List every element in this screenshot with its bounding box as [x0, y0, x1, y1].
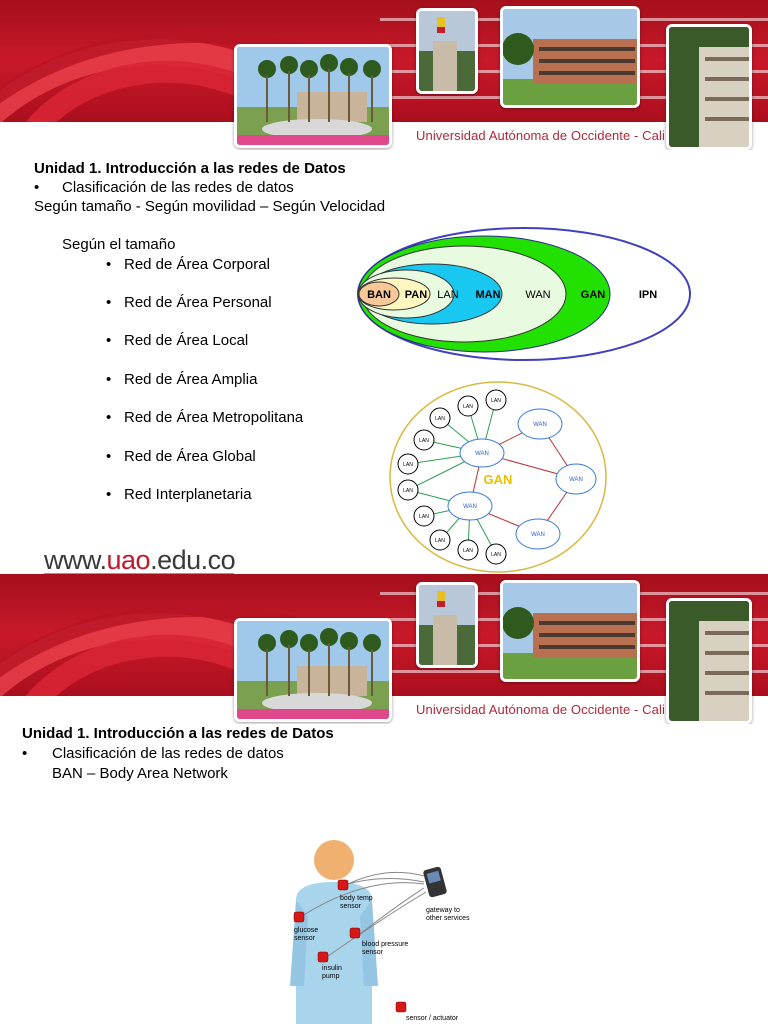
wan-node	[517, 408, 563, 440]
lan-node	[457, 539, 479, 561]
svg-text:WAN: WAN	[533, 422, 547, 428]
label-lan: LAN	[437, 289, 458, 301]
svg-text:sensor / actuator: sensor / actuator	[406, 1015, 459, 1022]
list-item: •Red de Área Corporal	[106, 256, 270, 273]
gan-network-diagram: WAN WAN WAN WAN WAN LAN LAN LAN LAN LAN …	[389, 381, 607, 573]
website-url: www.uao.edu.co	[44, 545, 236, 574]
list-item: •Red de Área Global	[106, 448, 256, 465]
wan-node	[459, 438, 505, 468]
svg-text:pump: pump	[322, 973, 340, 980]
svg-text:LAN: LAN	[463, 404, 473, 410]
svg-text:LAN: LAN	[463, 548, 473, 554]
svg-text:WAN: WAN	[569, 477, 583, 483]
campus-photo-stairs	[666, 24, 752, 150]
network-size-ellipses: BAN PAN LAN MAN WAN GAN IPN	[357, 227, 691, 361]
svg-text:insulin: insulin	[322, 965, 342, 972]
svg-text:WAN: WAN	[463, 504, 477, 510]
campus-photo-building	[500, 580, 640, 682]
svg-text:sensor: sensor	[294, 935, 316, 942]
svg-text:body temp: body temp	[340, 895, 373, 902]
lan-node	[413, 505, 435, 527]
sensor-icon	[395, 1001, 407, 1013]
svg-text:sensor: sensor	[340, 903, 362, 910]
label-ban: BAN	[367, 289, 391, 301]
bullet-line: •Clasificación de las redes de datos	[22, 745, 284, 762]
campus-photo-monument	[416, 8, 478, 94]
list-item: •Red Interplanetaria	[106, 486, 252, 503]
svg-text:LAN: LAN	[435, 416, 445, 422]
slide-subtitle: Según tamaño - Según movilidad – Según V…	[34, 198, 386, 215]
lan-node	[429, 529, 451, 551]
label-ipn: IPN	[639, 289, 657, 301]
campus-photo-monument	[416, 582, 478, 668]
campus-photo-stairs	[666, 598, 752, 724]
sensor-icon	[337, 879, 349, 891]
list-item: •Red de Área Metropolitana	[106, 409, 304, 426]
svg-text:sensor: sensor	[362, 949, 384, 956]
svg-text:LAN: LAN	[491, 398, 501, 404]
label-man: MAN	[475, 289, 500, 301]
person-body	[296, 882, 372, 1024]
list-item: •Red de Área Personal	[106, 294, 272, 311]
svg-text:blood pressure: blood pressure	[362, 941, 408, 948]
label-pan: PAN	[405, 289, 427, 301]
campus-photo-building	[500, 6, 640, 108]
bullet-line: •Clasificación de las redes de datos	[34, 179, 294, 196]
header-banner: Universidad Autónoma de Occidente - Cali	[0, 574, 768, 724]
url-underline	[44, 573, 234, 574]
list-item: •Red de Área Amplia	[106, 371, 258, 388]
svg-text:LAN: LAN	[419, 514, 429, 520]
campus-photo-palms	[234, 618, 392, 722]
wan-node	[447, 491, 493, 521]
lan-node	[457, 395, 479, 417]
lan-node	[397, 479, 419, 501]
bullet-text: Clasificación de las redes de datos	[62, 179, 294, 196]
bullet-text: Clasificación de las redes de datos	[52, 745, 284, 762]
label-wan: WAN	[525, 289, 550, 301]
slide-1: Universidad Autónoma de Occidente - Cali	[0, 0, 768, 574]
university-name: Universidad Autónoma de Occidente - Cali	[416, 128, 665, 143]
slide-2: Universidad Autónoma de Occidente - Cali	[0, 574, 768, 1024]
header-banner: Universidad Autónoma de Occidente - Cali	[0, 0, 768, 150]
wan-node	[555, 463, 597, 495]
sensor-icon	[317, 951, 329, 963]
slide-title: Unidad 1. Introducción a las redes de Da…	[22, 725, 334, 742]
sensor-icon	[293, 911, 305, 923]
label-gan: GAN	[581, 289, 606, 301]
wan-node	[515, 518, 561, 550]
svg-text:other services: other services	[426, 915, 470, 922]
ellipse-ban	[358, 281, 400, 307]
svg-text:LAN: LAN	[419, 438, 429, 444]
sensor-icon	[349, 927, 361, 939]
section-heading: Según el tamaño	[62, 236, 176, 253]
lan-node	[397, 453, 419, 475]
svg-text:glucose: glucose	[294, 927, 318, 934]
person-head	[314, 840, 354, 880]
svg-text:gateway to: gateway to	[426, 907, 460, 914]
svg-text:LAN: LAN	[403, 462, 413, 468]
ban-illustration: body temp sensor glucose sensor blood pr…	[290, 840, 470, 1024]
gan-label: GAN	[484, 472, 513, 487]
svg-text:WAN: WAN	[475, 451, 489, 457]
svg-text:LAN: LAN	[435, 538, 445, 544]
svg-text:WAN: WAN	[531, 532, 545, 538]
svg-text:LAN: LAN	[403, 488, 413, 494]
list-item: •Red de Área Local	[106, 332, 249, 349]
lan-node	[429, 407, 451, 429]
slide-title: Unidad 1. Introducción a las redes de Da…	[34, 160, 346, 177]
university-name: Universidad Autónoma de Occidente - Cali	[416, 702, 665, 717]
svg-text:LAN: LAN	[491, 552, 501, 558]
lan-node	[485, 389, 507, 411]
lan-node	[413, 429, 435, 451]
campus-photo-palms	[234, 44, 392, 148]
lan-node	[485, 543, 507, 565]
slide-subtitle: BAN – Body Area Network	[52, 765, 228, 782]
